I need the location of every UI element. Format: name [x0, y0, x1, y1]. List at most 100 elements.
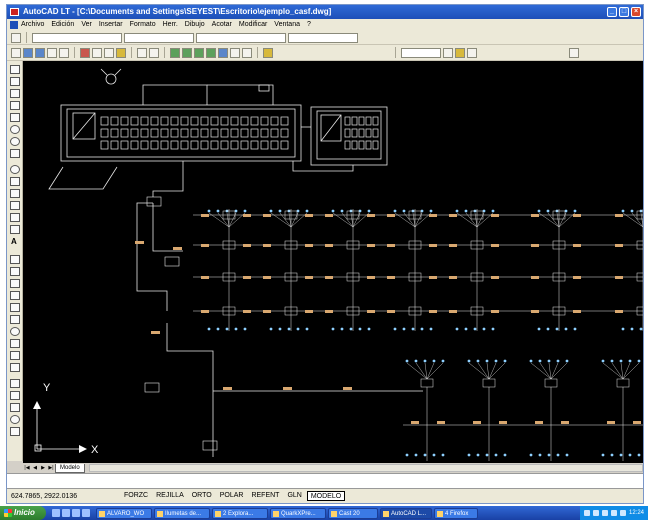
array-tool-icon[interactable]: [10, 303, 20, 312]
print-preview-icon[interactable]: [59, 47, 69, 58]
toggle-ortho[interactable]: ORTO: [191, 492, 212, 499]
polyline-tool-icon[interactable]: [10, 89, 20, 98]
paste-icon[interactable]: [104, 47, 114, 58]
toggle-snap[interactable]: FORZC: [124, 492, 149, 499]
start-button[interactable]: Inicio: [0, 506, 46, 520]
zoom-previous-icon[interactable]: [206, 47, 216, 58]
color-dropdown[interactable]: [124, 32, 194, 43]
taskbar-item[interactable]: 2 Explora...: [212, 507, 268, 519]
undo-icon[interactable]: [137, 47, 147, 58]
text-style-dropdown[interactable]: [401, 47, 441, 58]
menu-ventana[interactable]: Ventana: [274, 21, 300, 28]
pan-icon[interactable]: [170, 47, 180, 58]
copy-icon[interactable]: [92, 47, 102, 58]
taskbar-item[interactable]: Cast 20: [328, 507, 378, 519]
circle-tool-icon[interactable]: [10, 137, 20, 146]
offset-tool-icon[interactable]: [10, 291, 20, 300]
menu-ayuda[interactable]: ?: [307, 21, 311, 28]
linetype-dropdown[interactable]: [196, 32, 286, 43]
redo-icon[interactable]: [149, 47, 159, 58]
line-tool-icon[interactable]: [10, 65, 20, 74]
hatch-tool-icon[interactable]: [10, 213, 20, 222]
menu-formato[interactable]: Formato: [129, 21, 156, 28]
move-tool-icon[interactable]: [10, 315, 20, 324]
tab-last-button[interactable]: ▶|: [48, 465, 54, 471]
quick-launch-icon[interactable]: [72, 509, 80, 517]
taskbar-item[interactable]: QuarkXPre...: [270, 507, 326, 519]
new-layer-icon[interactable]: [11, 32, 21, 43]
point-tool-icon[interactable]: [10, 201, 20, 210]
toggle-lineweight[interactable]: GLN: [287, 492, 302, 499]
menu-insertar[interactable]: Insertar: [98, 21, 123, 28]
tray-icon[interactable]: [592, 510, 599, 516]
quick-launch-icon[interactable]: [82, 509, 90, 517]
menu-herramientas[interactable]: Herr.: [162, 21, 178, 28]
match-properties-icon[interactable]: [116, 47, 126, 58]
menu-edicion[interactable]: Edición: [51, 21, 75, 28]
layer-dropdown[interactable]: [32, 32, 122, 43]
break-tool-icon[interactable]: [10, 391, 20, 400]
taskbar-item-active[interactable]: AutoCAD L...: [380, 507, 432, 519]
insert-block-icon[interactable]: [10, 177, 20, 186]
toggle-osnap[interactable]: REFENT: [251, 492, 280, 499]
menu-acotar[interactable]: Acotar: [211, 21, 232, 28]
taskbar-item[interactable]: Ilumetas de...: [154, 507, 210, 519]
tab-first-button[interactable]: |◀: [24, 465, 30, 471]
tab-previous-button[interactable]: ◀: [33, 465, 37, 471]
new-file-icon[interactable]: [11, 47, 21, 58]
toggle-polar[interactable]: POLAR: [219, 492, 244, 499]
drawing-canvas[interactable]: Y X: [23, 61, 643, 463]
save-icon[interactable]: [35, 47, 45, 58]
tab-model[interactable]: Modelo: [55, 463, 85, 473]
tray-icon[interactable]: [610, 510, 617, 516]
fillet-tool-icon[interactable]: [10, 415, 20, 424]
taskbar-item[interactable]: 4 Firefox: [434, 507, 478, 519]
polygon-tool-icon[interactable]: [10, 101, 20, 110]
menu-modificar[interactable]: Modificar: [238, 21, 268, 28]
menu-dibujo[interactable]: Dibujo: [184, 21, 205, 28]
multiline-text-icon[interactable]: A: [11, 237, 17, 246]
layer-manager-icon[interactable]: [467, 47, 477, 58]
rectangle-tool-icon[interactable]: [10, 113, 20, 122]
cut-icon[interactable]: [80, 47, 90, 58]
erase-tool-icon[interactable]: [10, 255, 20, 264]
open-file-icon[interactable]: [23, 47, 33, 58]
command-line[interactable]: [7, 473, 643, 489]
region-tool-icon[interactable]: [10, 225, 20, 234]
zoom-extents-icon[interactable]: [569, 47, 579, 58]
make-block-icon[interactable]: [10, 189, 20, 198]
tool-palettes-icon[interactable]: [242, 47, 252, 58]
title-bar[interactable]: AutoCAD LT - [C:\Documents and Settings\…: [7, 5, 643, 19]
tray-icon[interactable]: [601, 510, 608, 516]
mirror-tool-icon[interactable]: [10, 279, 20, 288]
explode-tool-icon[interactable]: [10, 427, 20, 436]
cad-schematic[interactable]: Y X: [23, 61, 643, 463]
design-center-icon[interactable]: [230, 47, 240, 58]
minimize-button[interactable]: _: [607, 7, 617, 17]
spline-tool-icon[interactable]: [10, 149, 20, 158]
ellipse-tool-icon[interactable]: [10, 165, 20, 174]
menu-ver[interactable]: Ver: [81, 21, 92, 28]
stretch-tool-icon[interactable]: [10, 351, 20, 360]
trim-tool-icon[interactable]: [10, 363, 20, 372]
extend-tool-icon[interactable]: [10, 379, 20, 388]
arc-tool-icon[interactable]: [10, 125, 20, 134]
zoom-window-icon[interactable]: [194, 47, 204, 58]
taskbar-item[interactable]: ALVARO_WO: [96, 507, 152, 519]
toggle-model[interactable]: MODELO: [306, 491, 346, 501]
scale-tool-icon[interactable]: [10, 339, 20, 348]
horizontal-scrollbar[interactable]: [88, 464, 643, 472]
tray-icon[interactable]: [583, 510, 590, 516]
quick-launch-icon[interactable]: [62, 509, 70, 517]
tab-next-button[interactable]: ▶: [41, 465, 45, 471]
menu-archivo[interactable]: Archivo: [21, 21, 45, 28]
copy-tool-icon[interactable]: [10, 267, 20, 276]
lineweight-dropdown[interactable]: [288, 32, 358, 43]
help-icon[interactable]: [263, 47, 273, 58]
properties-icon[interactable]: [218, 47, 228, 58]
close-button[interactable]: ×: [631, 7, 641, 17]
tray-icon[interactable]: [619, 510, 626, 516]
print-icon[interactable]: [47, 47, 57, 58]
document-icon[interactable]: [10, 21, 18, 29]
rotate-tool-icon[interactable]: [10, 327, 20, 336]
